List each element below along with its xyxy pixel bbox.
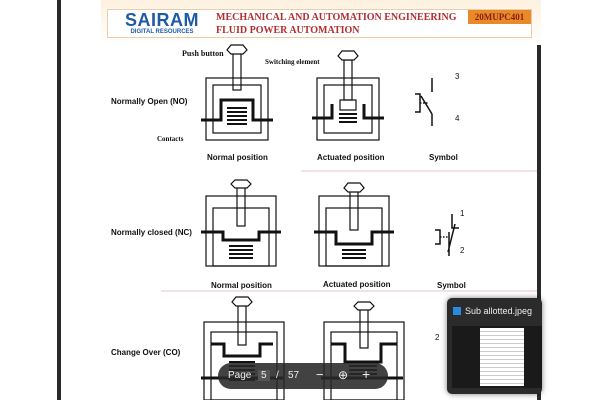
nc-symbol-label: Symbol — [437, 281, 466, 290]
subject-title: FLUID POWER AUTOMATION — [216, 25, 360, 36]
nc-normal-label: Normal position — [211, 281, 272, 290]
no-actuated-diagram — [312, 50, 384, 141]
popup-title: Sub allotted.jpeg — [465, 306, 533, 316]
page-label: Page — [228, 370, 252, 381]
zoom-in-button[interactable]: + — [362, 366, 371, 382]
nc-symbol-icon — [435, 214, 459, 256]
page-number-input[interactable]: 5 — [258, 370, 270, 381]
contacts-label: Contacts — [157, 135, 184, 143]
pin-1: 1 — [460, 209, 465, 218]
no-symbol-icon — [415, 78, 433, 126]
taskbar-preview-popup[interactable]: Sub allotted.jpeg — [447, 298, 542, 394]
total-pages: 57 — [288, 370, 300, 381]
image-file-icon — [453, 307, 461, 315]
pin-2: 2 — [460, 246, 465, 255]
page-separator: / — [276, 370, 279, 381]
co-pin-2: 2 — [435, 333, 440, 342]
row-title-nc: Normally closed (NC) — [111, 228, 192, 237]
nc-actuated-label: Actuated position — [323, 280, 391, 289]
push-button-label: Push button — [182, 49, 224, 58]
pin-3: 3 — [455, 72, 460, 81]
row-title-co: Change Over (CO) — [111, 348, 181, 357]
course-code: 20MUPC401 — [468, 10, 531, 24]
dept-title: MECHANICAL AND AUTOMATION ENGINEERING — [216, 12, 457, 23]
nc-normal-diagram — [201, 179, 281, 267]
pdf-toolbar: Page 5 / 57 − ⊕ + — [218, 363, 388, 389]
zoom-out-button[interactable]: − — [316, 367, 324, 382]
switching-element-label: Switching element — [265, 58, 320, 66]
nc-actuated-diagram — [314, 182, 394, 267]
no-symbol-label: Symbol — [429, 153, 458, 162]
zoom-icon[interactable]: ⊕ — [338, 368, 349, 382]
row-title-no: Normally Open (NO) — [111, 97, 188, 106]
preview-thumbnail[interactable] — [452, 326, 542, 388]
no-normal-label: Normal position — [207, 153, 268, 162]
pin-4: 4 — [455, 114, 460, 123]
no-normal-diagram — [201, 44, 273, 141]
no-actuated-label: Actuated position — [317, 153, 385, 162]
